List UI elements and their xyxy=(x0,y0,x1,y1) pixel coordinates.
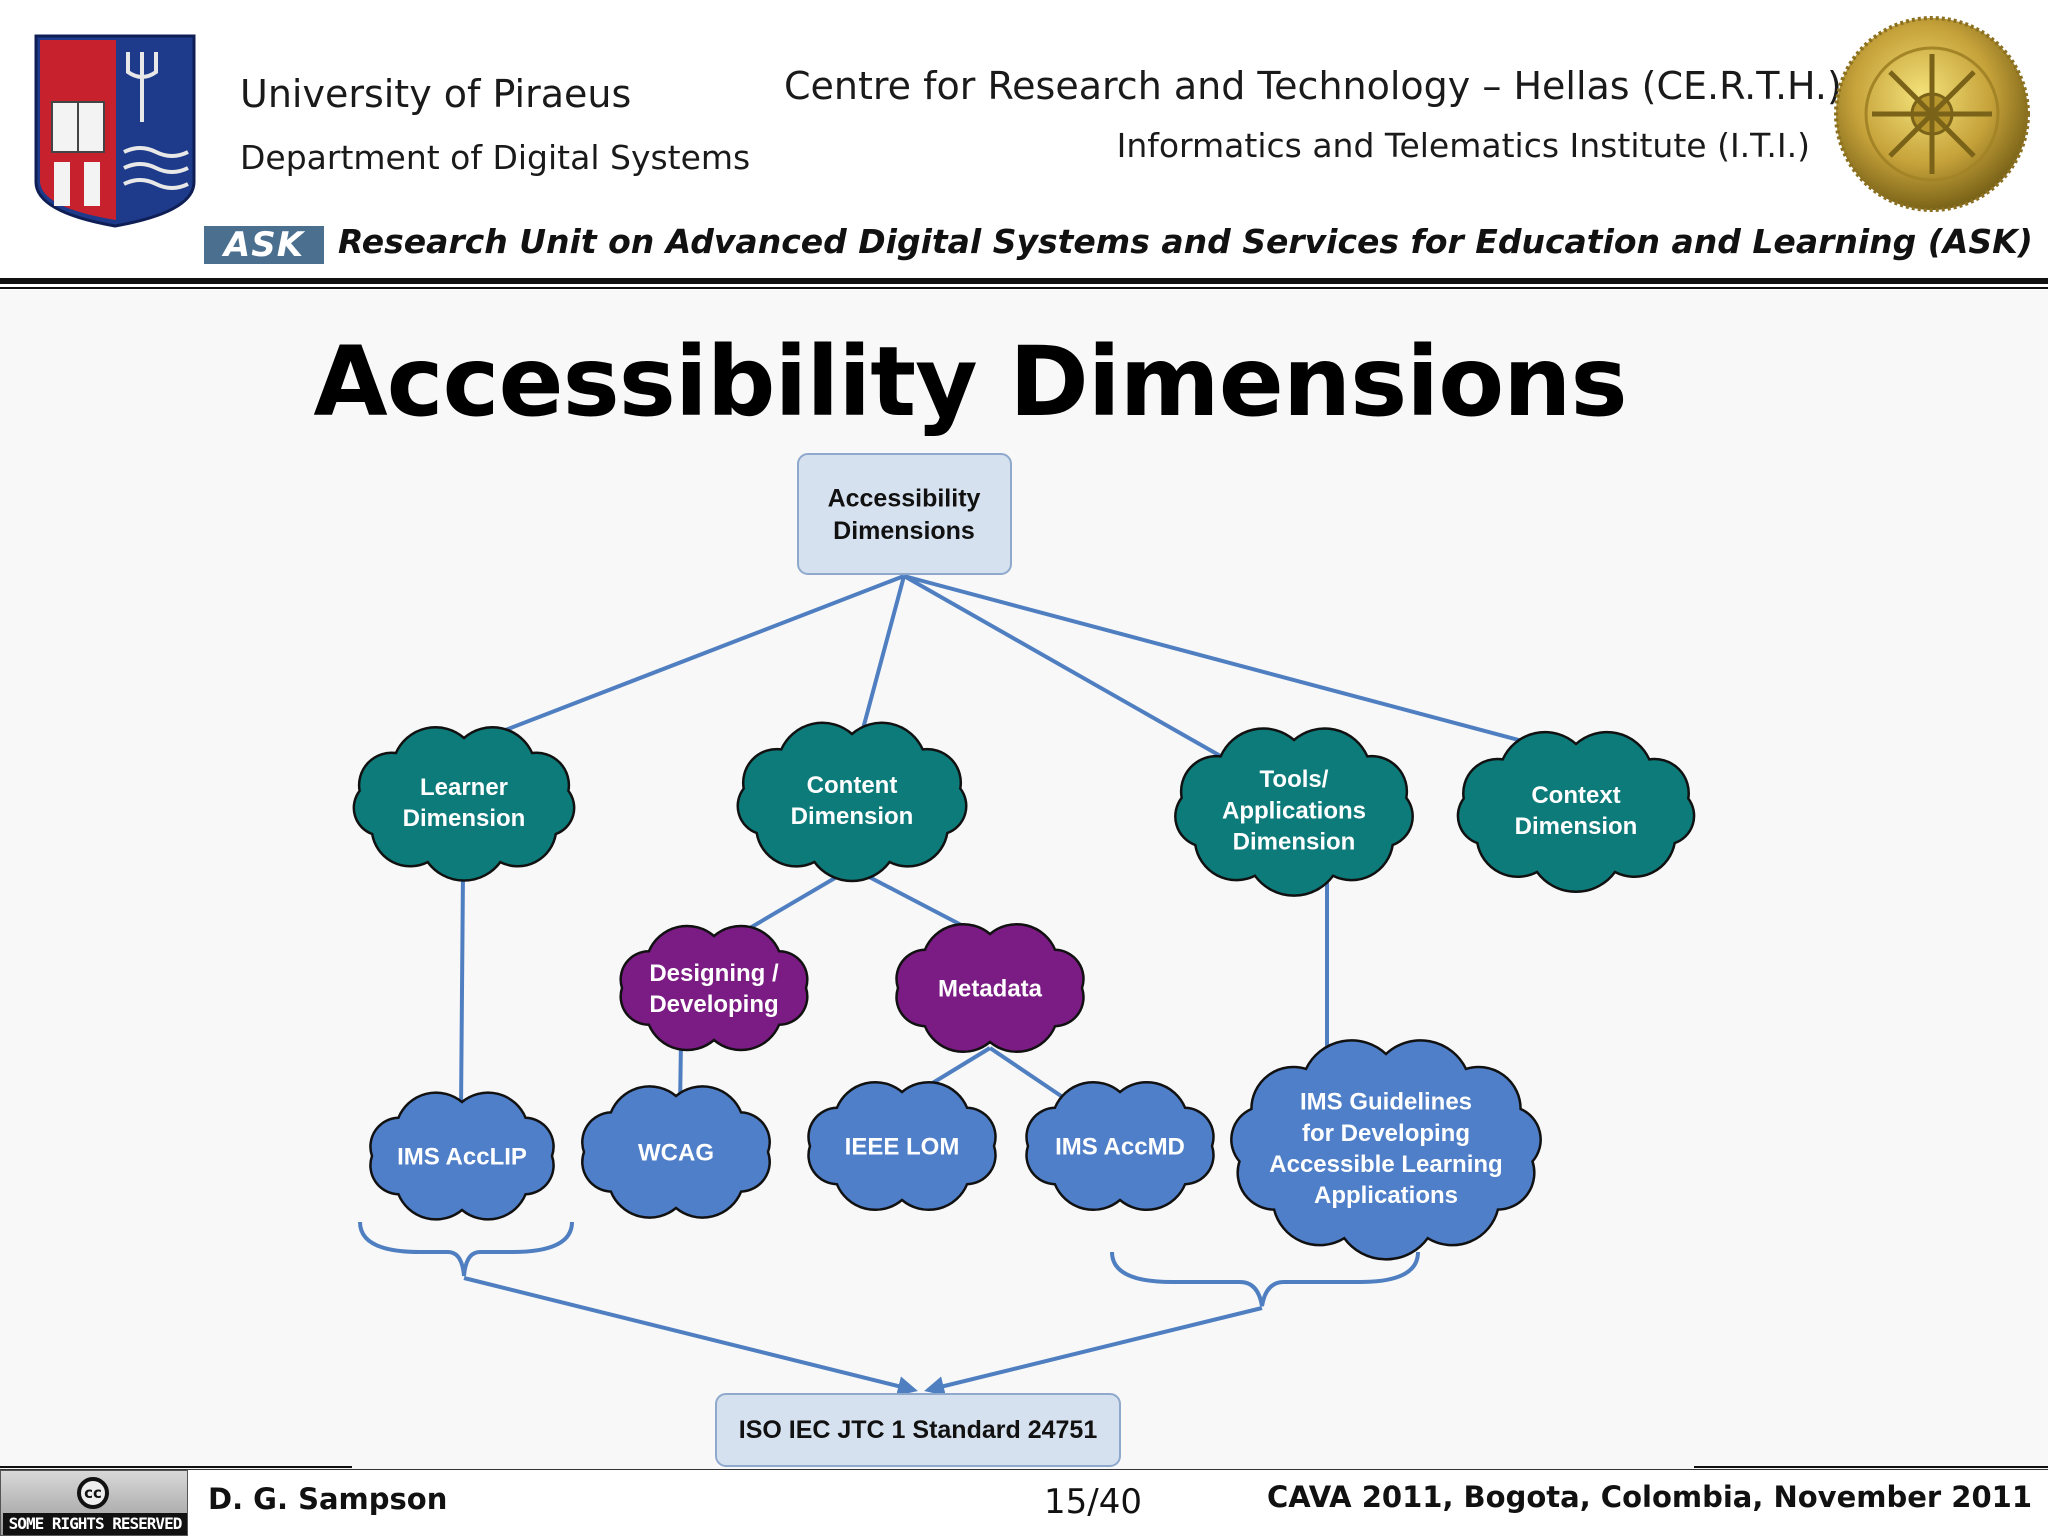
ims-accmd-cloud xyxy=(1025,1081,1215,1211)
arrow-right-standard xyxy=(924,1306,1263,1396)
slide-title: Accessibility Dimensions xyxy=(313,326,1627,438)
root-box xyxy=(797,453,1012,575)
ieee-lom-cloud xyxy=(807,1081,997,1211)
footer-line xyxy=(0,1469,2048,1470)
university-logo xyxy=(32,32,198,228)
header-divider-thick xyxy=(0,278,2048,284)
footer-line-left xyxy=(0,1466,352,1468)
edge-root-content xyxy=(858,575,906,741)
diagram-connectors xyxy=(358,574,1527,1396)
tools-dimension-label-line: Applications xyxy=(1222,797,1366,824)
tools-dimension-label-line: Tools/ xyxy=(1260,766,1329,793)
ask-logo: ASK xyxy=(204,226,324,264)
right-brace xyxy=(1110,1251,1420,1307)
edge-root-tools xyxy=(903,574,1225,760)
centre-name: Centre for Research and Technology – Hel… xyxy=(784,64,1842,108)
tools-dimension-cloud xyxy=(1174,727,1414,897)
context-dimension-label-line: Context xyxy=(1531,782,1620,809)
certh-seal-logo xyxy=(1828,14,2036,214)
university-name: University of Piraeus xyxy=(240,72,632,116)
edge-learner-accclip xyxy=(459,871,465,1111)
ims-acclip-label: IMS AccLIP xyxy=(397,1143,527,1170)
ims-guidelines-cloud xyxy=(1230,1039,1542,1261)
content-dimension-label-line: Dimension xyxy=(791,803,914,830)
metadata-label: Metadata xyxy=(938,975,1043,1002)
root-label-line: Accessibility xyxy=(828,485,981,513)
designing-developing-label-line: Designing / xyxy=(649,960,779,987)
left-brace xyxy=(358,1221,574,1277)
ims-guidelines-label-line: Accessible Learning xyxy=(1269,1151,1502,1178)
ims-acclip-cloud xyxy=(369,1091,555,1221)
learner-dimension-label-line: Dimension xyxy=(403,805,526,832)
ieee-lom-label-line: IEEE LOM xyxy=(845,1133,960,1160)
learner-dimension-label-line: Learner xyxy=(420,774,508,801)
footer-event: CAVA 2011, Bogota, Colombia, November 20… xyxy=(1266,1480,2032,1514)
footer-page-number: 15/40 xyxy=(1044,1482,1142,1522)
content-dimension-cloud xyxy=(736,721,968,883)
ims-guidelines-label-line: Applications xyxy=(1314,1182,1458,1209)
ims-accmd-label-line: IMS AccMD xyxy=(1055,1133,1185,1160)
creative-commons-badge: cc SOME RIGHTS RESERVED xyxy=(0,1470,188,1536)
standard-label: ISO IEC JTC 1 Standard 24751 xyxy=(739,1416,1098,1444)
designing-developing-cloud xyxy=(619,924,809,1052)
ask-logo-text: ASK xyxy=(223,225,305,265)
cc-icon: cc xyxy=(77,1477,109,1509)
edge-root-learner xyxy=(463,574,905,748)
content-dimension-label-line: Content xyxy=(807,772,898,799)
standard-box xyxy=(715,1393,1121,1467)
institute-name: Informatics and Telematics Institute (I.… xyxy=(1116,126,1810,165)
edge-metadata-accmd xyxy=(988,1046,1072,1104)
ieee-lom-label: IEEE LOM xyxy=(845,1133,960,1160)
ims-accmd-label: IMS AccMD xyxy=(1055,1133,1185,1160)
ims-guidelines-label-line: for Developing xyxy=(1302,1120,1470,1147)
license-text: SOME RIGHTS RESERVED xyxy=(3,1513,187,1535)
root-label-line: Dimensions xyxy=(833,517,975,545)
footer-line-right xyxy=(1694,1466,2048,1468)
research-unit-name: Research Unit on Advanced Digital System… xyxy=(338,222,2033,261)
tools-dimension-label-line: Dimension xyxy=(1233,829,1356,856)
ims-acclip-label-line: IMS AccLIP xyxy=(397,1143,527,1170)
context-dimension-label-line: Dimension xyxy=(1515,813,1638,840)
designing-developing-label: Designing / Developing xyxy=(649,960,779,1018)
ims-guidelines-label-line: IMS Guidelines xyxy=(1300,1089,1472,1116)
metadata-label-line: Metadata xyxy=(938,975,1043,1002)
designing-developing-label-line: Developing xyxy=(649,991,778,1018)
learner-dimension-cloud xyxy=(352,726,576,882)
metadata-cloud xyxy=(895,923,1085,1053)
context-dimension-cloud xyxy=(1456,730,1696,894)
footer-author: D. G. Sampson xyxy=(208,1482,448,1516)
slide-content-area xyxy=(0,290,2048,1470)
wcag-label: WCAG xyxy=(638,1139,714,1166)
wcag-cloud xyxy=(581,1085,771,1219)
arrow-left-standard xyxy=(463,1276,918,1396)
department-name: Department of Digital Systems xyxy=(240,138,751,177)
edge-root-context xyxy=(903,574,1527,744)
wcag-label-line: WCAG xyxy=(638,1139,714,1166)
header-divider-thin xyxy=(0,287,2048,289)
